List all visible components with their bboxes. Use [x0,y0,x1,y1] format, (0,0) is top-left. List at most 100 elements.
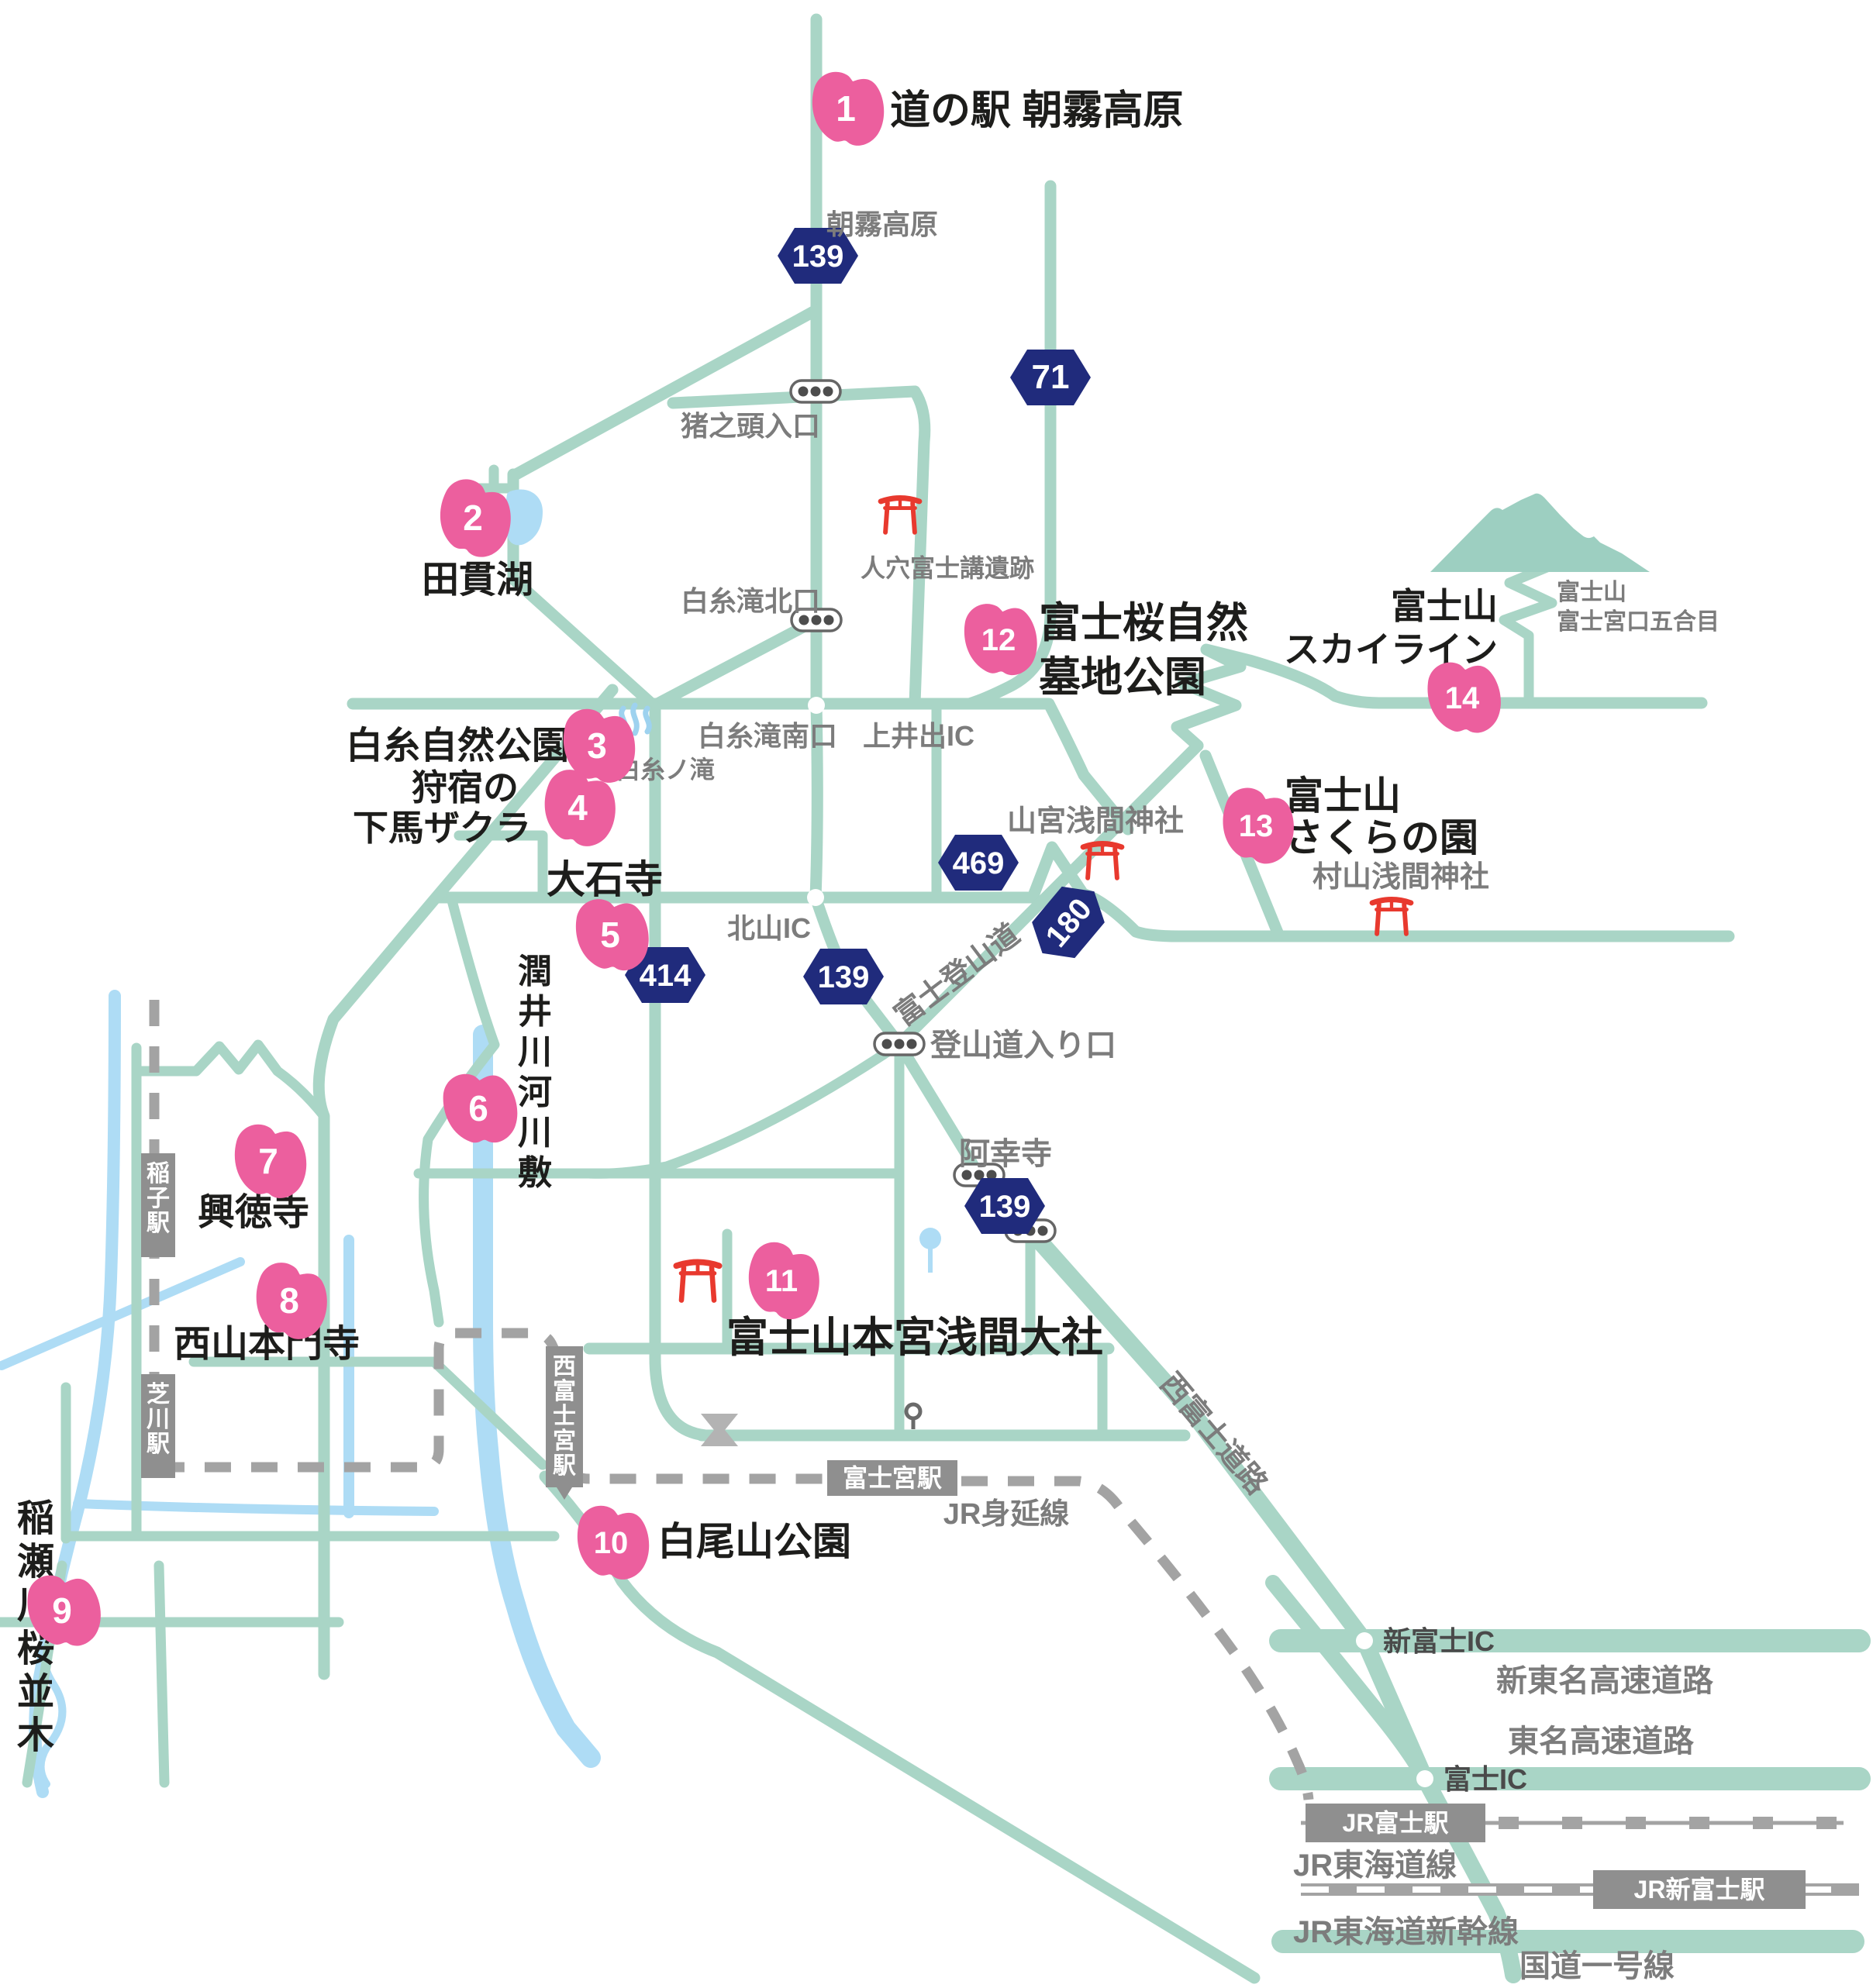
junction-dot [807,889,824,906]
area-label: 朝霧高原 [826,208,938,240]
marker-number: 5 [600,915,620,955]
area-label: 村山浅間神社 [1312,861,1489,894]
marker-number: 3 [587,725,607,766]
spot-label: 白尾山公園 [657,1520,851,1563]
spot-label: 墓地公園 [1039,654,1206,701]
area-label: JR身延線 [943,1498,1070,1531]
traffic-light-icon [789,379,842,404]
route-badge-469: 469 [938,835,1019,891]
area-label: 新東名高速道路 [1496,1664,1714,1698]
area-label: 人穴富士講遺跡 [861,554,1034,582]
marker-number: 1 [836,88,856,129]
station-tail [557,1487,572,1500]
route-number: 71 [1032,358,1070,396]
rail-tie [1562,1817,1582,1829]
spot-label: 大石寺 [547,858,663,901]
marker-number: 6 [468,1088,488,1128]
sakura-marker-4: 4 [544,770,616,846]
area-label: 富士IC [1444,1763,1527,1795]
lake-tanuki [505,489,543,546]
station-box: JR富士駅 [1306,1804,1485,1842]
sakura-marker-10: 10 [577,1505,650,1580]
sakura-marker-9: 9 [27,1575,101,1646]
road-414 [649,701,712,1442]
spot-label: 富士山 [1391,586,1498,626]
area-label: 登山道入り口 [930,1028,1116,1063]
area-label: 富士宮口五合目 [1557,608,1720,635]
traffic-light-icon [790,608,843,632]
area-label: 白糸滝北口 [681,585,820,617]
area-label: 白糸滝南口 [698,720,837,752]
station-name: 富士宮駅 [843,1464,942,1492]
torii-icon [1369,897,1414,936]
area-label: JR東海道線 [1293,1848,1457,1883]
sakura-marker-2: 2 [440,479,511,557]
road-oishiji-stub [454,830,548,903]
road-fuji-tozan [893,739,1204,1050]
minobu-segment-mid [563,1464,823,1484]
spot-label: さくらの園 [1285,816,1478,860]
road-sw-diag-2 [153,1560,170,1788]
station-box: 稲子駅 [141,1153,175,1257]
area-label: 猪之頭入口 [681,410,820,442]
road-hitoana [909,385,931,710]
area-labels-layer: 朝霧高原猪之頭入口人穴富士講遺跡白糸滝北口白糸滝南口上井出IC白糸ノ滝北山IC山… [616,208,1720,1983]
area-label: 阿幸寺 [959,1137,1052,1171]
station-box: 富士宮駅 [827,1460,957,1496]
tokaido-ties [1499,1817,1837,1829]
mount-fuji-silhouette [1430,493,1650,572]
rail-tie [1626,1817,1646,1829]
sakura-marker-1: 1 [812,71,885,146]
spot-label: スカイライン [1284,629,1498,670]
station-box: 芝川駅 [141,1374,175,1478]
minobu-segment-east [961,1476,1314,1800]
station-box: JR新富士駅 [1593,1870,1806,1909]
area-label: JR東海道新幹線 [1293,1914,1519,1949]
spot-label: 富士桜自然 [1039,600,1248,646]
road-shiraito-horizontal [347,698,1134,836]
junction-dots-layer [807,697,1433,1787]
area-label: 新富士IC [1383,1625,1495,1657]
spot-labels-layer: 道の駅 朝霧高原田貫湖白糸自然公園狩宿の下馬ザクラ大石寺潤井川河川敷興徳寺西山本… [17,88,1498,1756]
junction-dot [1416,1770,1433,1787]
torii-icon [1080,841,1125,880]
station-name: 西富士宮駅 [553,1354,576,1479]
road-ic-connector [1265,1575,1431,1784]
marker-number: 7 [258,1141,278,1181]
marker-number: 10 [594,1526,629,1560]
station-name: JR新富士駅 [1634,1876,1765,1904]
sakura-marker-7: 7 [234,1124,307,1198]
rail-tie [1753,1817,1773,1829]
hourglass-icon [701,1414,738,1446]
marker-number: 2 [463,498,483,538]
torii-icon [673,1259,723,1303]
road-inako-zigzag [131,1039,329,1121]
area-label: 富士山 [1557,579,1626,605]
sakura-marker-14: 14 [1427,662,1501,733]
marker-number: 8 [279,1280,299,1321]
road-shiraoyama-curve [539,1470,1261,1984]
road-skyline-zigzag [1171,643,1708,752]
junction-dot [1356,1632,1373,1649]
route-badge-71: 71 [1010,350,1091,405]
area-label: 東名高速道路 [1508,1724,1695,1759]
area-label: 富士登山道 [888,918,1026,1033]
area-label: 山宮浅間神社 [1007,805,1184,838]
spot-label: 西山本門寺 [174,1324,360,1365]
area-label: 北山IC [727,912,811,944]
route-number: 139 [818,960,870,994]
route-badge-139: 139 [803,949,884,1004]
sakura-marker-5: 5 [575,899,649,971]
spot-label: 富士山本宮浅間大社 [726,1314,1103,1361]
area-label: 上井出IC [863,720,974,752]
traffic-light-icon [873,1032,926,1056]
route-badge-139: 139 [778,228,858,284]
spot-label: 白糸自然公園 [346,725,569,767]
route-number: 139 [979,1190,1031,1224]
spot-label: 田貫湖 [422,560,533,601]
spot-label: 狩宿の [412,767,519,808]
